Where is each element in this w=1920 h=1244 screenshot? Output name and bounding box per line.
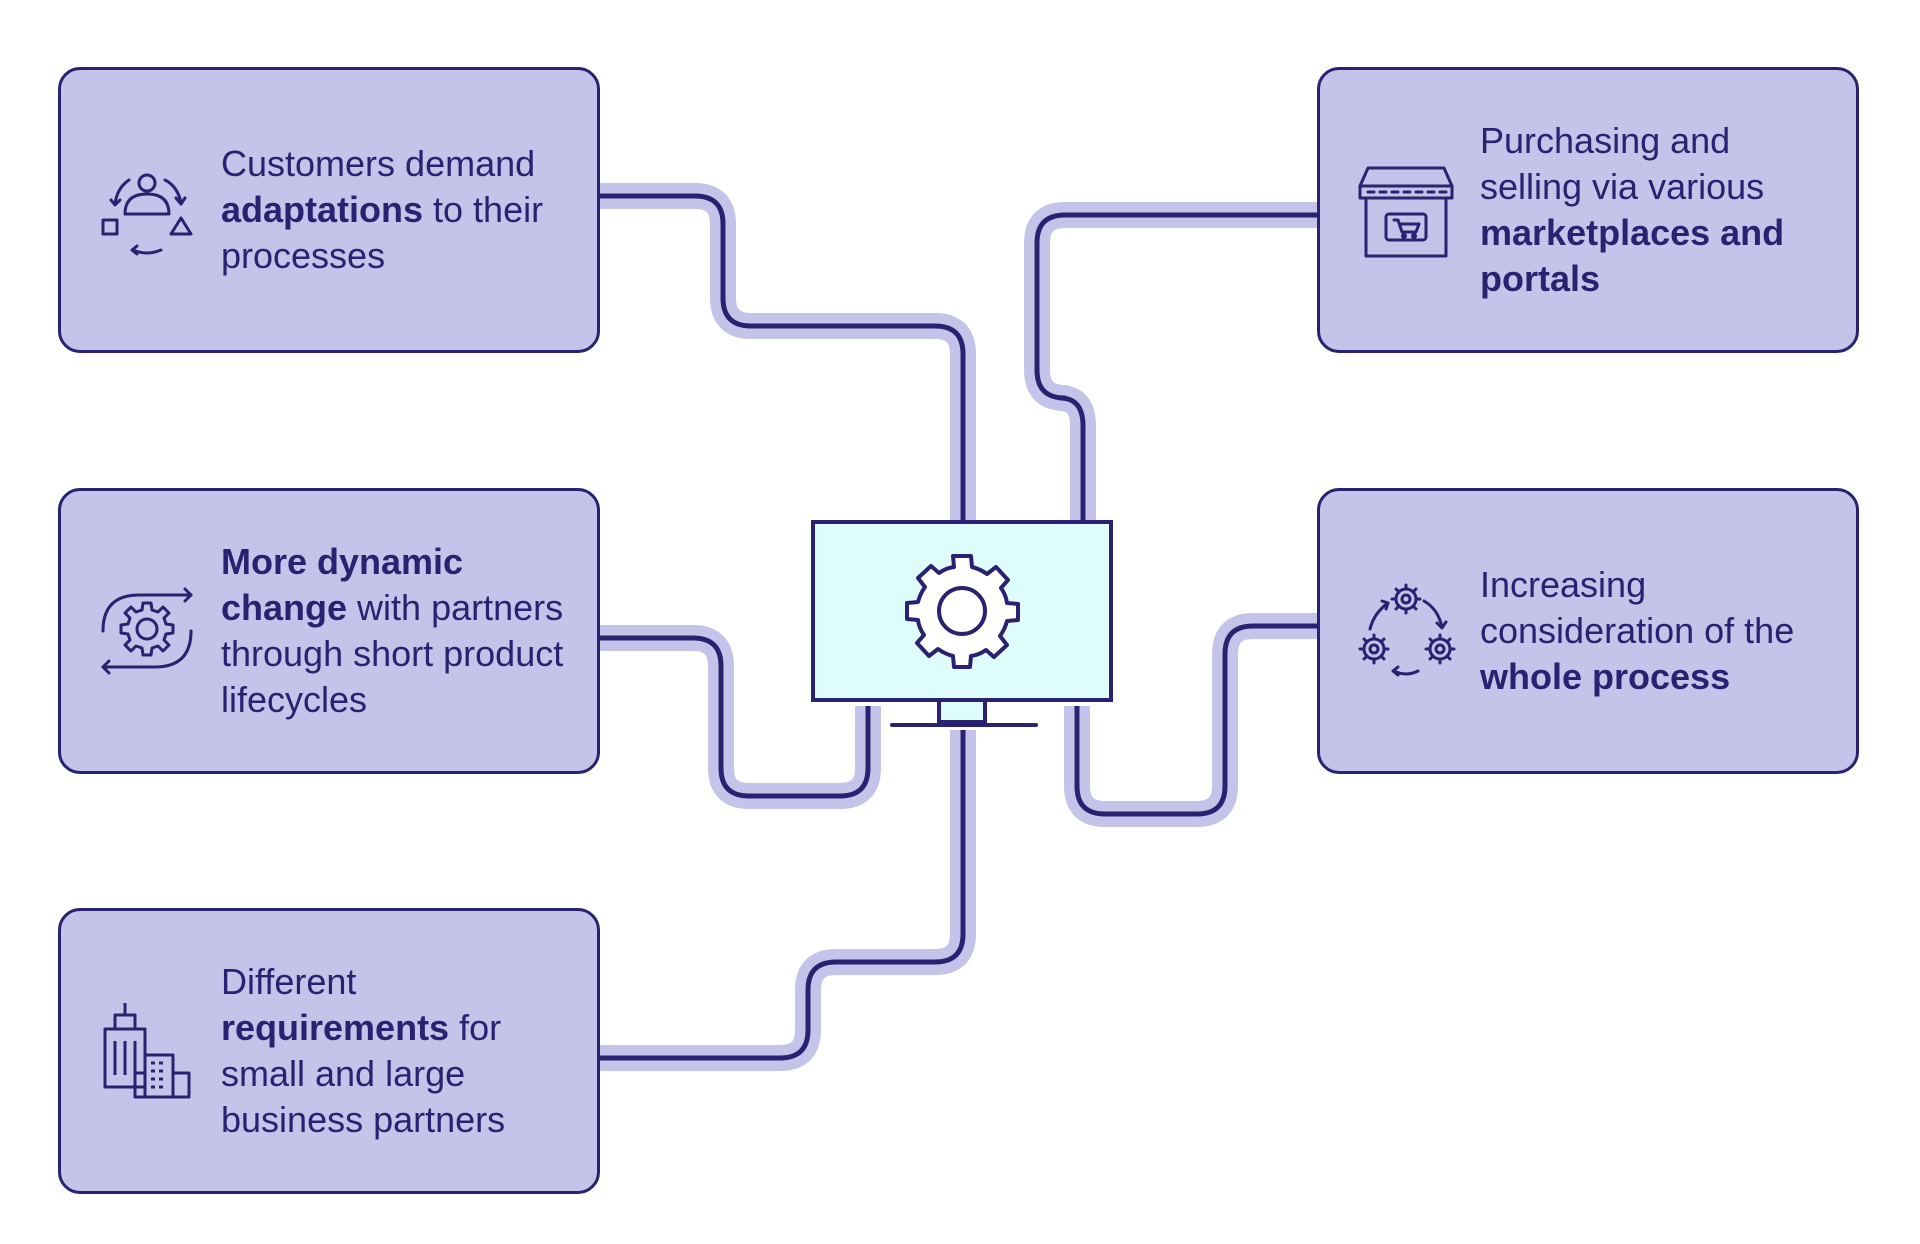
card-requirements: Different requirements for small and lar… xyxy=(58,908,600,1194)
wire-whole-process xyxy=(1074,623,1320,817)
gear-cycle-arrows-icon xyxy=(101,587,193,675)
monitor-stand xyxy=(937,698,987,724)
wire-marketplaces xyxy=(1034,212,1320,522)
gears-cycle-icon xyxy=(1358,583,1456,677)
card-text: More dynamic change with partners throug… xyxy=(221,541,564,720)
shop-cart-icon xyxy=(1358,166,1454,258)
card-text: Different requirements for small and lar… xyxy=(221,961,506,1140)
wire-requirements xyxy=(600,730,966,1061)
wire-glow-marketplaces xyxy=(1024,202,1320,522)
card-text: Purchasing and selling via various marke… xyxy=(1480,120,1785,299)
wire-dynamic-change xyxy=(600,635,871,799)
monitor-with-gear-icon xyxy=(811,520,1113,727)
card-text: Increasing consideration of the whole pr… xyxy=(1480,564,1795,697)
card-whole-process: Increasing consideration of the whole pr… xyxy=(1317,488,1859,774)
wire-glow-requirements xyxy=(600,730,976,1071)
card-marketplaces: Purchasing and selling via various marke… xyxy=(1317,67,1859,353)
wire-glow-adaptations xyxy=(600,183,976,522)
gear-icon xyxy=(905,554,1020,669)
wire-adaptations xyxy=(600,193,966,522)
card-dynamic-change: More dynamic change with partners throug… xyxy=(58,488,600,774)
user-cycle-shapes-icon xyxy=(101,173,193,256)
card-text: Customers demand adaptations to their pr… xyxy=(221,143,544,276)
buildings-icon xyxy=(103,1003,191,1099)
card-adaptations: Customers demand adaptations to their pr… xyxy=(58,67,600,353)
